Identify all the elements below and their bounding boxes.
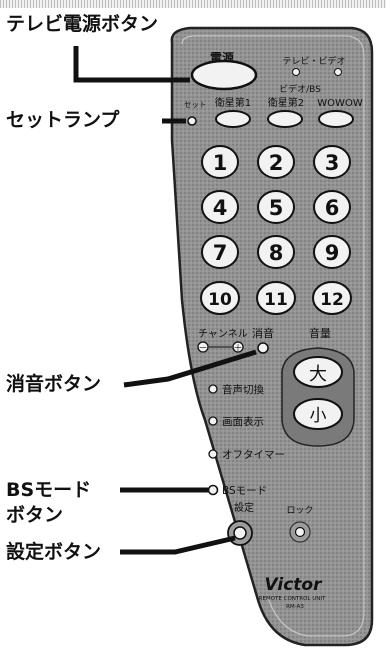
- audio-switch-label: 音声切換: [222, 383, 264, 396]
- key-7-label: 7: [213, 241, 228, 265]
- key-5[interactable]: [257, 190, 295, 224]
- callout-bs-mode-line2: ボタン: [6, 504, 64, 526]
- key-3[interactable]: [313, 145, 351, 179]
- row-label-1: 衛星第1: [215, 96, 251, 109]
- key-4[interactable]: [201, 190, 239, 224]
- key-10[interactable]: [200, 281, 240, 315]
- lock-button[interactable]: [294, 526, 306, 538]
- set-lamp-label: セット: [184, 100, 207, 109]
- bs-mode-label: BSモード: [222, 485, 267, 497]
- key-6-label: 6: [325, 196, 340, 220]
- callout-tv-power: テレビ電源ボタン: [6, 13, 159, 35]
- volume-down-button[interactable]: [293, 398, 343, 430]
- key-9-label: 9: [325, 241, 340, 265]
- wowow-button[interactable]: [318, 110, 354, 128]
- channel-down-button[interactable]: [197, 341, 209, 353]
- channel-minus-glyph: －: [198, 344, 207, 354]
- satellite2-button[interactable]: [267, 110, 303, 128]
- key-5-label: 5: [269, 196, 284, 220]
- leader-tv-power: [73, 46, 190, 83]
- key-1[interactable]: [201, 145, 239, 179]
- number-keypad: 1 2 3 4 5 6 7 8 9 10 11 12: [200, 145, 352, 315]
- satellite1-button[interactable]: [215, 110, 251, 128]
- display-button[interactable]: [208, 416, 218, 426]
- callout-bs-mode-line1: BSモード: [6, 479, 92, 501]
- lock-label: ロック: [286, 505, 313, 516]
- key-12-label: 12: [320, 290, 344, 310]
- remote-body-edge: [181, 35, 365, 637]
- audio-switch-button[interactable]: [208, 384, 218, 394]
- leader-mute: [123, 349, 257, 388]
- volume-up-button[interactable]: [293, 356, 343, 388]
- key-11-label: 11: [264, 290, 288, 310]
- setting-button[interactable]: [233, 526, 247, 540]
- model-line-1: REMOTE CONTROL UNIT: [259, 596, 326, 602]
- row-label-2: 衛星第2: [268, 96, 304, 109]
- key-6[interactable]: [313, 190, 351, 224]
- tv-video-label: テレビ・ビデオ: [282, 55, 345, 67]
- mute-button[interactable]: [257, 342, 269, 354]
- key-8-label: 8: [269, 241, 284, 265]
- key-2-label: 2: [269, 151, 284, 175]
- setting-label: 設定: [234, 501, 254, 514]
- off-timer-button[interactable]: [208, 449, 218, 459]
- key-4-label: 4: [213, 196, 228, 220]
- key-1-label: 1: [213, 151, 228, 175]
- video-indicator: [334, 68, 342, 76]
- set-lamp: [187, 116, 197, 126]
- channel-plus-glyph: ＋: [233, 343, 242, 354]
- volume-up-label: 大: [309, 364, 327, 385]
- callout-set-lamp: セットランプ: [6, 109, 120, 131]
- leader-setting: [120, 535, 236, 555]
- leader-lines: [73, 46, 257, 555]
- channel-up-button[interactable]: [232, 341, 244, 353]
- display-label: 画面表示: [222, 415, 264, 428]
- tv-power-button[interactable]: [190, 59, 258, 91]
- key-2[interactable]: [257, 145, 295, 179]
- callout-setting: 設定ボタン: [6, 541, 102, 563]
- key-10-label: 10: [208, 290, 232, 310]
- mute-label: 消音: [252, 326, 274, 340]
- tv-video-indicator: [292, 68, 300, 76]
- key-8[interactable]: [257, 235, 295, 269]
- row-label-3: WOWOW: [317, 98, 363, 109]
- callout-mute: 消音ボタン: [6, 373, 102, 395]
- bs-mode-button[interactable]: [207, 484, 219, 496]
- key-3-label: 3: [325, 151, 340, 175]
- video-bs-label: ビデオ/BS: [279, 83, 321, 95]
- channel-label: チャンネル: [198, 328, 248, 340]
- volume-label: 音量: [309, 326, 331, 340]
- brand-logo: Victor: [265, 575, 324, 595]
- header-texture: [0, 0, 386, 8]
- remote-body: [170, 26, 374, 647]
- off-timer-label: オフタイマー: [222, 449, 285, 461]
- key-12[interactable]: [312, 281, 352, 315]
- key-9[interactable]: [313, 235, 351, 269]
- key-7[interactable]: [201, 235, 239, 269]
- model-line-2: RM-A3: [286, 604, 304, 610]
- key-11[interactable]: [256, 281, 296, 315]
- volume-down-label: 小: [310, 406, 327, 426]
